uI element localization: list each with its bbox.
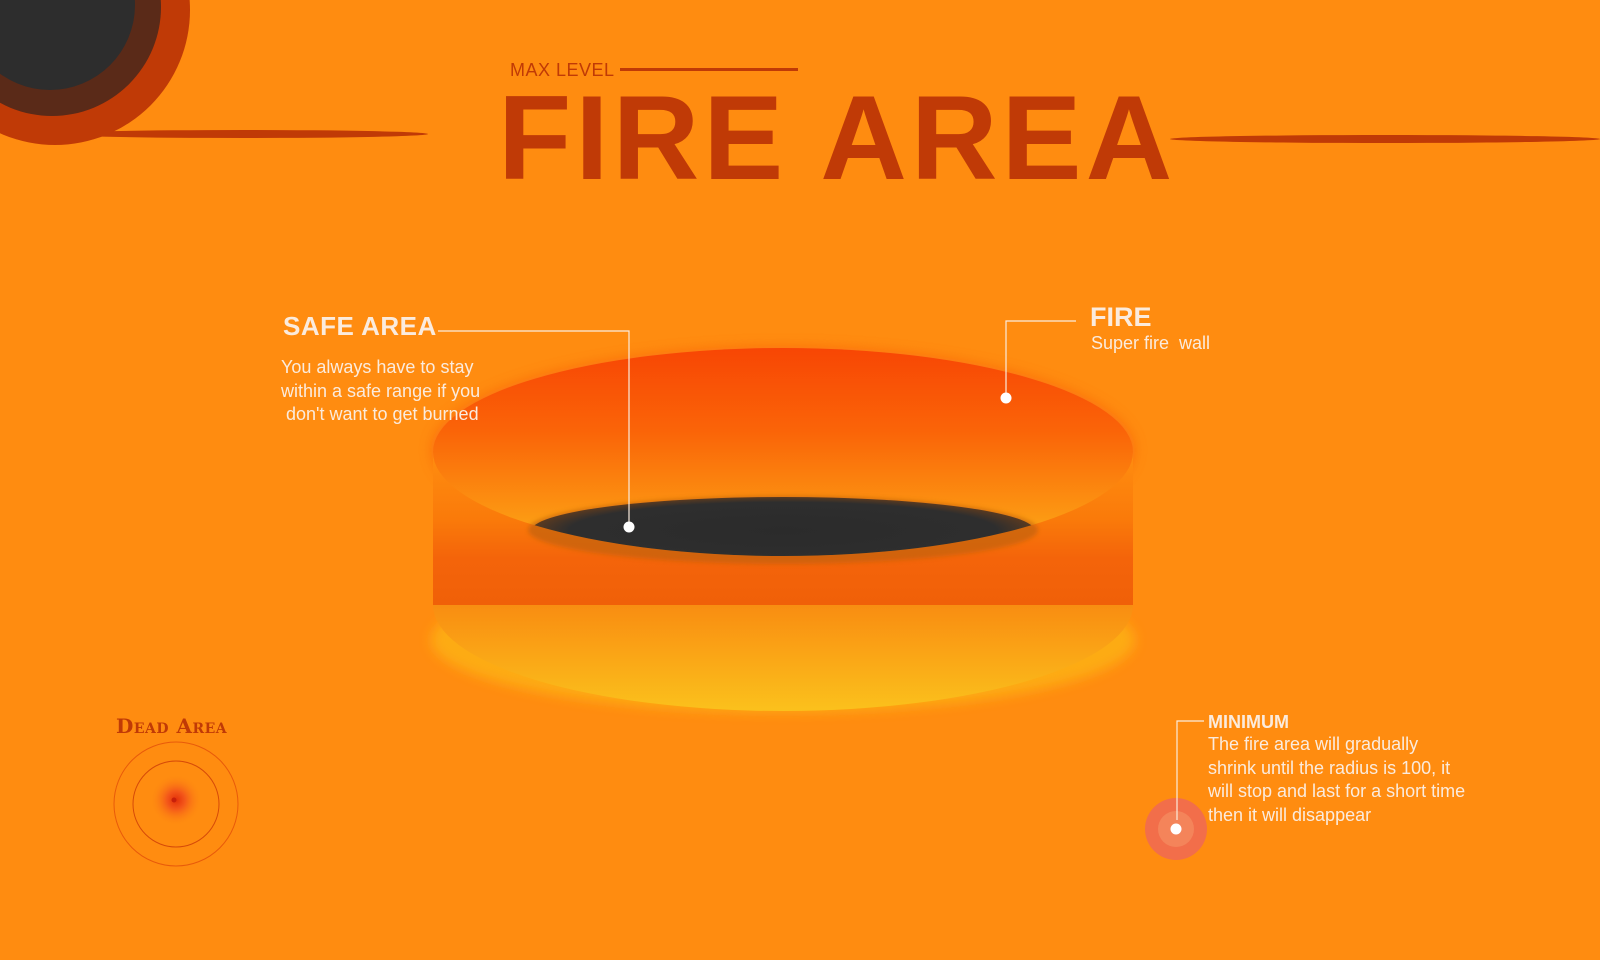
eyebrow-label: MAX LEVEL bbox=[510, 60, 615, 80]
dead-area-title: Dead Area bbox=[116, 714, 228, 738]
safe-area-callout-dot bbox=[623, 521, 635, 533]
eyebrow-rule bbox=[620, 68, 798, 71]
minimum-description: The fire area will gradually shrink unti… bbox=[1208, 733, 1498, 827]
minimum-title: MINIMUM bbox=[1208, 712, 1289, 732]
title-streak-right bbox=[1170, 135, 1600, 143]
safe-area-description-line: within a safe range if you bbox=[281, 380, 481, 401]
page-title: FIRE AREA bbox=[498, 71, 1177, 205]
minimum-marker-dot bbox=[1170, 823, 1182, 835]
ring-top-surface bbox=[433, 348, 1133, 556]
dead-area-ring-outer bbox=[113, 741, 239, 867]
minimum-callout-line bbox=[1176, 720, 1204, 820]
title-streak-left bbox=[60, 130, 428, 138]
safe-area-callout-line bbox=[438, 330, 630, 527]
safe-area-description: You always have to stay within a safe ra… bbox=[281, 356, 521, 427]
fire-title: FIRE bbox=[1090, 302, 1152, 332]
fire-callout-dot bbox=[1000, 392, 1012, 404]
fire-callout-line bbox=[1005, 320, 1076, 398]
safe-area-description-line: don't want to get burned bbox=[281, 404, 479, 424]
minimum-description-line: will stop and last for a short time bbox=[1208, 781, 1466, 801]
minimum-description-line: The fire area will gradually bbox=[1208, 734, 1419, 754]
dead-area-center bbox=[171, 797, 177, 803]
dead-area-ring-mid bbox=[132, 760, 220, 848]
safe-area-title: SAFE AREA bbox=[283, 311, 437, 341]
safe-zone-void bbox=[531, 497, 1035, 556]
fire-description: Super fire wall bbox=[1091, 333, 1211, 353]
safe-area-description-line: You always have to stay bbox=[281, 357, 474, 377]
minimum-description-line: shrink until the radius is 100, it bbox=[1208, 757, 1451, 778]
minimum-description-line: then it will disappear bbox=[1208, 804, 1372, 825]
